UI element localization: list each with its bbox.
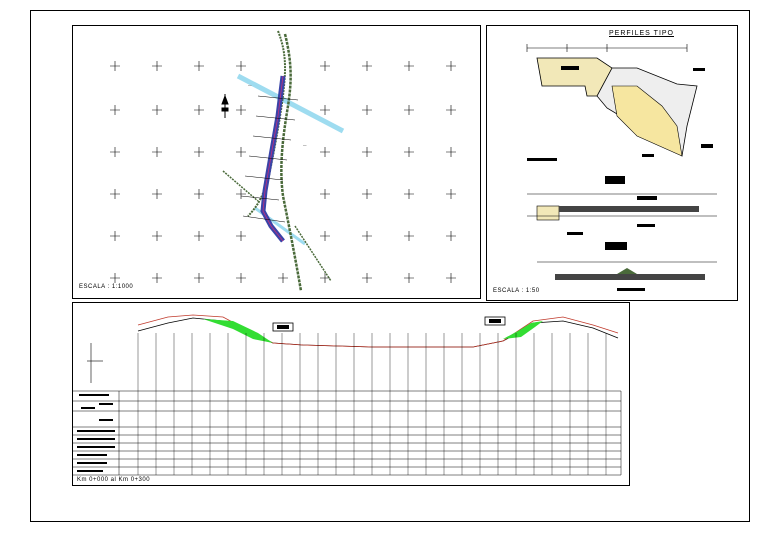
- grid-cross-icon: [152, 189, 162, 199]
- grid-cross-icon: [404, 61, 414, 71]
- grid-cross-icon: [194, 273, 204, 283]
- plan-panel: —— ESCALA : 1:1000: [72, 25, 481, 299]
- grid-cross-icon: [110, 189, 120, 199]
- vegetation-spur: [222, 170, 259, 202]
- grid-cross-icon: [320, 105, 330, 115]
- grid-cross-icon: [404, 147, 414, 157]
- grid-cross-icon: [320, 231, 330, 241]
- svg-text:—: —: [248, 83, 252, 87]
- profile-table: [73, 390, 622, 476]
- section-scale-label: ESCALA : 1:50: [493, 288, 540, 294]
- grid-cross-icon: [152, 273, 162, 283]
- section-panel: PERFILES TIPO ESCALA : 1:50: [486, 25, 738, 301]
- vertical-scale: [87, 343, 103, 383]
- section2-pavement: [559, 206, 699, 212]
- section2-hatch: [536, 205, 560, 221]
- grid-cross-icon: [236, 189, 246, 199]
- grid-cross-icon: [404, 105, 414, 115]
- station-ticks: [240, 95, 299, 223]
- grid-cross-icon: [404, 189, 414, 199]
- grid-cross-icon: [152, 61, 162, 71]
- cut-left: [203, 319, 273, 343]
- grid-cross-icon: [446, 231, 456, 241]
- grid-cross-icon: [362, 147, 372, 157]
- grid-cross-icon: [236, 105, 246, 115]
- station-lines: [137, 333, 607, 475]
- section-title: PERFILES TIPO: [609, 30, 674, 37]
- svg-text:—: —: [303, 143, 307, 147]
- grid-cross-icon: [110, 273, 120, 283]
- sheet-border: [30, 10, 750, 522]
- longitudinal-profile-drawing: [73, 314, 622, 476]
- grid-cross-icon: [362, 273, 372, 283]
- grid-crosses: [110, 61, 456, 283]
- grid-cross-icon: [152, 147, 162, 157]
- grid-cross-icon: [110, 105, 120, 115]
- north-arrow-icon: [221, 94, 229, 118]
- grid-cross-icon: [320, 147, 330, 157]
- road-centerline: [262, 75, 284, 242]
- profile-footer-label: Km 0+000 al Km 0+300: [77, 477, 151, 483]
- design-line: [137, 314, 619, 348]
- typical-section-drawing: [526, 44, 717, 291]
- grid-cross-icon: [278, 273, 288, 283]
- grid-cross-icon: [236, 231, 246, 241]
- grid-cross-icon: [320, 61, 330, 71]
- stone-fill: [611, 85, 683, 157]
- plan-drawing: ——: [110, 30, 456, 292]
- grid-cross-icon: [152, 231, 162, 241]
- grid-cross-icon: [194, 189, 204, 199]
- grid-cross-icon: [362, 231, 372, 241]
- plan-scale-label: ESCALA : 1:1000: [79, 284, 134, 290]
- grid-cross-icon: [446, 61, 456, 71]
- grid-cross-icon: [446, 189, 456, 199]
- grid-cross-icon: [362, 105, 372, 115]
- grid-cross-icon: [404, 273, 414, 283]
- grid-cross-icon: [362, 61, 372, 71]
- vegetation-spur-2: [294, 225, 332, 282]
- grid-cross-icon: [236, 273, 246, 283]
- grid-cross-icon: [152, 105, 162, 115]
- grid-cross-icon: [194, 105, 204, 115]
- profile-panel: Km 0+000 al Km 0+300: [72, 302, 630, 486]
- grid-cross-icon: [110, 61, 120, 71]
- cut-right: [503, 321, 543, 339]
- grid-cross-icon: [362, 189, 372, 199]
- grid-cross-icon: [194, 231, 204, 241]
- grid-cross-icon: [236, 147, 246, 157]
- grid-cross-icon: [194, 147, 204, 157]
- grid-cross-icon: [404, 231, 414, 241]
- grid-cross-icon: [110, 231, 120, 241]
- section3-pavement: [555, 274, 705, 280]
- profile-table-row-labels: [77, 394, 115, 472]
- grid-cross-icon: [236, 61, 246, 71]
- grid-cross-icon: [446, 147, 456, 157]
- wall-hatch: [536, 57, 613, 97]
- water-channel-upper: [236, 73, 345, 134]
- grid-cross-icon: [110, 147, 120, 157]
- grid-cross-icon: [320, 189, 330, 199]
- vegetation-right: [280, 33, 303, 292]
- grid-cross-icon: [446, 273, 456, 283]
- grid-cross-icon: [446, 105, 456, 115]
- grid-cross-icon: [194, 61, 204, 71]
